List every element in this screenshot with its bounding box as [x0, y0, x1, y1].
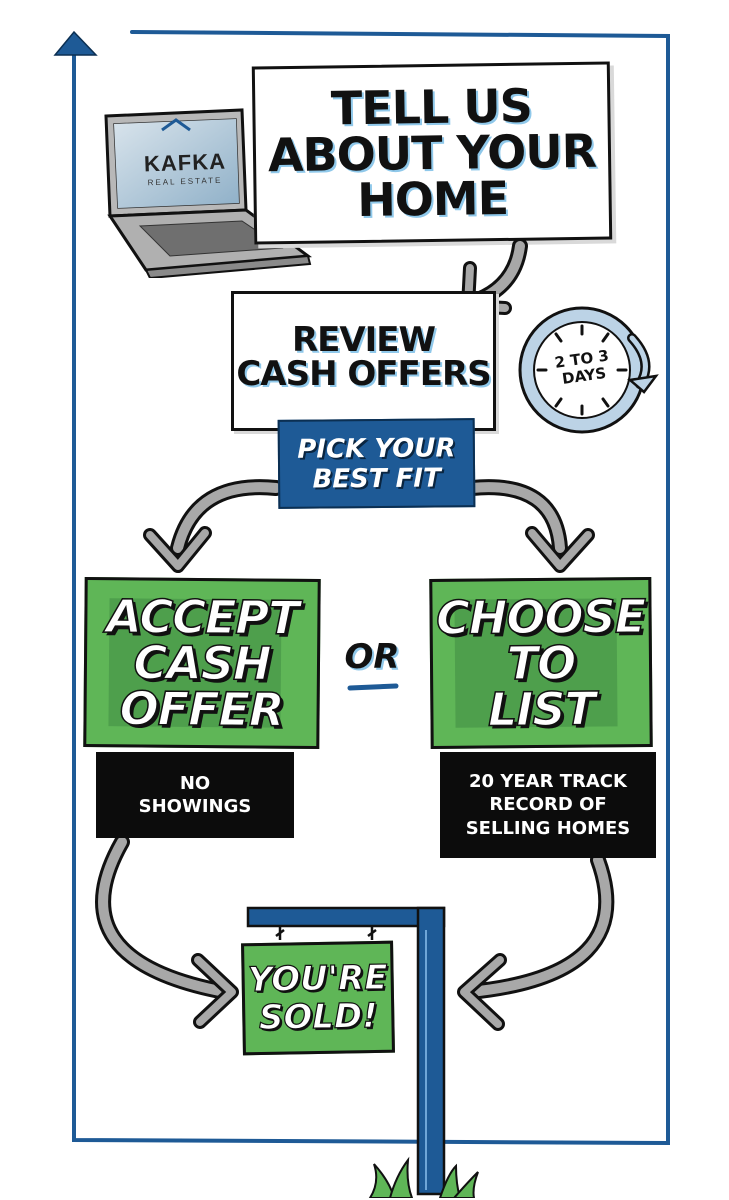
step2-line-2: CASH OFFERS [236, 354, 491, 394]
pick-best-fit-box: PICK YOUR BEST FIT [277, 418, 476, 509]
result-line-1: YOU'RE [247, 957, 389, 1001]
or-connector: OR [344, 637, 400, 677]
option-left-line-2: CASH [133, 635, 272, 692]
step-review-box: REVIEW CASH OFFERS [231, 291, 496, 431]
laptop-icon [104, 108, 312, 278]
option-left-line-3: OFFER [119, 681, 285, 738]
sign-post-icon [246, 906, 446, 1196]
option-right-line-2: TO [506, 635, 576, 691]
option-left-text: ACCEPT CASH OFFER [86, 580, 317, 746]
option-left-note-1: NO [179, 772, 211, 794]
grass-icon [368, 1156, 479, 1198]
option-right-line-1: CHOOSE [435, 588, 646, 645]
option-right-note-2: RECORD OF [489, 794, 607, 816]
option-left-note-2: SHOWINGS [138, 796, 252, 817]
option-right-note-3: SELLING HOMES [465, 817, 631, 839]
option-right-text: CHOOSE TO LIST [432, 580, 649, 746]
or-underline [347, 683, 399, 691]
youre-sold-sign: YOU'RE SOLD! [241, 940, 395, 1056]
step2-line-1: REVIEW [291, 320, 436, 360]
option-right-line-3: LIST [487, 681, 596, 737]
option-choose-list-box: CHOOSE TO LIST [429, 577, 653, 749]
result-line-2: SOLD! [258, 995, 379, 1039]
option-left-line-1: ACCEPT [105, 588, 299, 645]
option-accept-cash-box: ACCEPT CASH OFFER [83, 576, 321, 750]
option-right-note-box: 20 YEAR TRACK RECORD OF SELLING HOMES [440, 752, 656, 858]
pick-line-2: BEST FIT [312, 462, 441, 495]
option-left-note-box: NO SHOWINGS [96, 752, 294, 838]
option-right-note-1: 20 YEAR TRACK [469, 770, 627, 792]
pick-line-1: PICK YOUR [297, 432, 456, 465]
clock-icon [518, 306, 659, 434]
